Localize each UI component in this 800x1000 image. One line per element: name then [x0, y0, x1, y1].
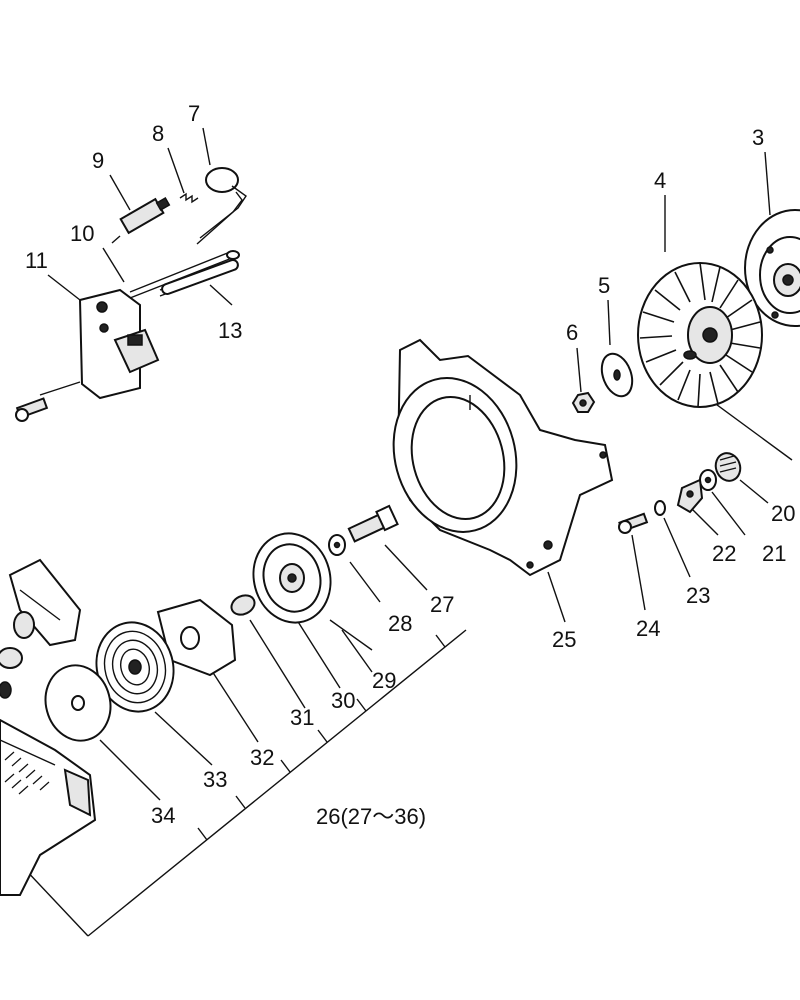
leader-lines: [21, 127, 793, 937]
washer-28-part: [328, 534, 346, 556]
nut-part: [571, 391, 596, 413]
callout-26: 26(27～36): [316, 804, 426, 829]
callout-21: 21: [762, 541, 786, 566]
callout-7: 7: [188, 101, 200, 126]
callout-labels: 3 4 5 6 7 8 9 10 11 13 20 21 22 23 24 25…: [25, 101, 795, 829]
shaft-27-part: [347, 504, 399, 543]
spring-20-part: [714, 452, 742, 482]
callout-25: 25: [552, 627, 576, 652]
callout-29: 29: [372, 668, 396, 693]
callout-5: 5: [598, 273, 610, 298]
callout-10: 10: [70, 221, 94, 246]
plate-34-part: [44, 664, 112, 742]
recoil-spring-33-part: [95, 621, 175, 713]
callout-33: 33: [203, 767, 227, 792]
callout-27: 27: [430, 592, 454, 617]
bolt-part: [15, 397, 49, 422]
spark-plug-part: [111, 197, 171, 244]
washer-21-part: [699, 469, 717, 491]
callout-34: 34: [151, 803, 175, 828]
starter-handle-part: [8, 558, 82, 647]
washer-part: [600, 352, 634, 398]
callout-30: 30: [331, 688, 355, 713]
callout-6: 6: [566, 320, 578, 345]
ignition-coil-part: [78, 288, 160, 400]
starter-rope-29-part: [329, 619, 373, 651]
washer-23-part: [654, 500, 666, 516]
callout-24: 24: [636, 616, 660, 641]
callout-13: 13: [218, 318, 242, 343]
callout-32: 32: [250, 745, 274, 770]
ratchet-22-part: [676, 478, 704, 514]
callout-8: 8: [152, 121, 164, 146]
collar-31-part: [230, 594, 256, 616]
callout-11: 11: [25, 248, 48, 273]
callout-3: 3: [752, 125, 764, 150]
spring-part: [179, 192, 199, 204]
bushing-part: [0, 647, 23, 699]
rubber-tube-part: [161, 259, 239, 295]
starter-case-part: [0, 718, 97, 896]
plug-cap-part: [196, 167, 247, 245]
clutch-drum-part: [744, 209, 800, 327]
rope-reel-30-part: [252, 532, 332, 624]
callout-4: 4: [654, 168, 666, 193]
callout-22: 22: [712, 541, 736, 566]
bolt-24-part: [618, 512, 649, 534]
callout-20: 20: [771, 501, 795, 526]
callout-31: 31: [290, 705, 314, 730]
fan-cover-part: [392, 338, 614, 577]
callout-23: 23: [686, 583, 710, 608]
callout-28: 28: [388, 611, 412, 636]
flywheel-part: [637, 262, 763, 408]
callout-9: 9: [92, 148, 104, 173]
